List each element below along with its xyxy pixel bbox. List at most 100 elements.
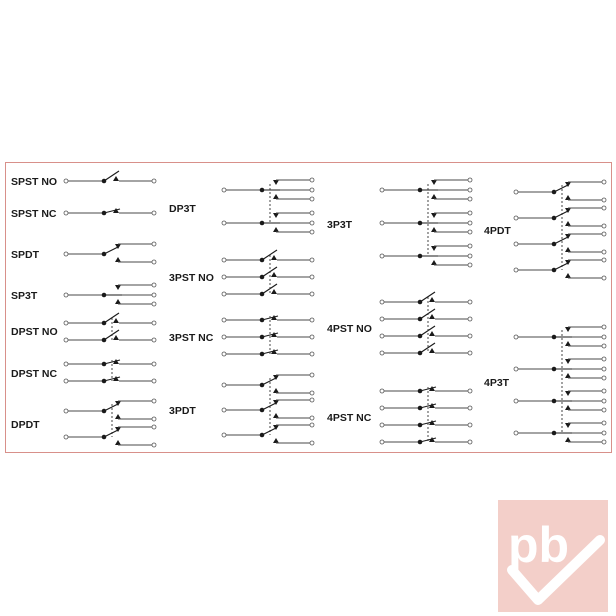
terminal: [467, 220, 473, 226]
terminal: [467, 316, 473, 322]
terminal: [151, 424, 157, 430]
terminal: [601, 231, 607, 237]
terminal: [63, 361, 69, 367]
contact-down-icon: [115, 401, 121, 406]
terminal: [601, 324, 607, 330]
contact-down-icon: [115, 244, 121, 249]
label-dpst-no: DPST NO: [11, 326, 58, 338]
sp3t-symbol: [63, 282, 157, 307]
switch-blade: [103, 208, 121, 214]
contact-up-icon: [113, 359, 119, 364]
terminal: [221, 187, 227, 193]
switch-blade: [553, 184, 569, 193]
terminal: [151, 398, 157, 404]
terminal: [151, 361, 157, 367]
diagram-frame: [5, 162, 612, 453]
terminal: [379, 388, 385, 394]
contact-up-icon: [271, 349, 277, 354]
terminal: [151, 442, 157, 448]
terminal: [379, 333, 385, 339]
contact-down-icon: [565, 359, 571, 364]
contact-down-icon: [565, 391, 571, 396]
terminal: [601, 366, 607, 372]
terminal: [63, 434, 69, 440]
terminal: [601, 439, 607, 445]
3pdt-symbol: [221, 372, 315, 446]
terminal: [309, 390, 315, 396]
terminal: [379, 299, 385, 305]
label-spdt: SPDT: [11, 249, 40, 261]
contact-up-icon: [273, 413, 279, 418]
contact-up-icon: [273, 194, 279, 199]
contact-up-icon: [115, 440, 121, 445]
pb-watermark-logo: pb: [498, 500, 608, 612]
terminal: [513, 189, 519, 195]
switch-blade: [103, 170, 120, 182]
terminal: [221, 257, 227, 263]
terminal: [601, 197, 607, 203]
terminal: [221, 317, 227, 323]
terminal: [467, 405, 473, 411]
contact-down-icon: [431, 246, 437, 251]
terminal: [151, 241, 157, 247]
terminal: [467, 262, 473, 268]
contact-down-icon: [115, 285, 121, 290]
terminal: [221, 220, 227, 226]
terminal: [309, 415, 315, 421]
terminal: [151, 416, 157, 422]
contact-up-icon: [273, 227, 279, 232]
terminal: [379, 187, 385, 193]
terminal: [513, 430, 519, 436]
terminal: [151, 337, 157, 343]
switch-blade: [553, 210, 569, 219]
switch-blade: [103, 429, 119, 438]
contact-up-icon: [429, 331, 435, 336]
terminal: [513, 398, 519, 404]
terminal: [63, 292, 69, 298]
contact-down-icon: [431, 213, 437, 218]
label-3pst-nc: 3PST NC: [169, 332, 214, 344]
contact-up-icon: [115, 299, 121, 304]
terminal: [151, 178, 157, 184]
terminal: [309, 196, 315, 202]
terminal: [63, 251, 69, 257]
label-4p3t: 4P3T: [484, 377, 510, 389]
contact-up-icon: [429, 437, 435, 442]
contact-up-icon: [431, 260, 437, 265]
watermark-text: pb: [508, 517, 569, 573]
terminal: [467, 253, 473, 259]
terminal: [151, 292, 157, 298]
terminal: [221, 382, 227, 388]
terminal: [601, 420, 607, 426]
terminal: [601, 356, 607, 362]
contact-down-icon: [565, 208, 571, 213]
switch-blade: [419, 342, 436, 354]
terminal: [151, 210, 157, 216]
terminal: [467, 439, 473, 445]
terminal: [221, 407, 227, 413]
switch-blade: [261, 332, 279, 338]
label-3p3t: 3P3T: [327, 219, 353, 231]
terminal: [601, 430, 607, 436]
contact-up-icon: [431, 227, 437, 232]
terminal: [221, 432, 227, 438]
terminal: [309, 220, 315, 226]
terminal: [601, 334, 607, 340]
terminal: [63, 210, 69, 216]
contact-down-icon: [565, 327, 571, 332]
contact-up-icon: [113, 335, 119, 340]
3p3t-symbol: [379, 177, 473, 268]
terminal: [379, 422, 385, 428]
contact-up-icon: [271, 255, 277, 260]
contact-down-icon: [565, 234, 571, 239]
terminal: [63, 337, 69, 343]
terminal: [379, 220, 385, 226]
terminal: [513, 241, 519, 247]
terminal: [309, 440, 315, 446]
contact-down-icon: [565, 423, 571, 428]
terminal: [221, 334, 227, 340]
4pst-no-symbol: [379, 291, 473, 356]
contact-up-icon: [565, 405, 571, 410]
contact-down-icon: [431, 180, 437, 185]
contact-down-icon: [565, 182, 571, 187]
